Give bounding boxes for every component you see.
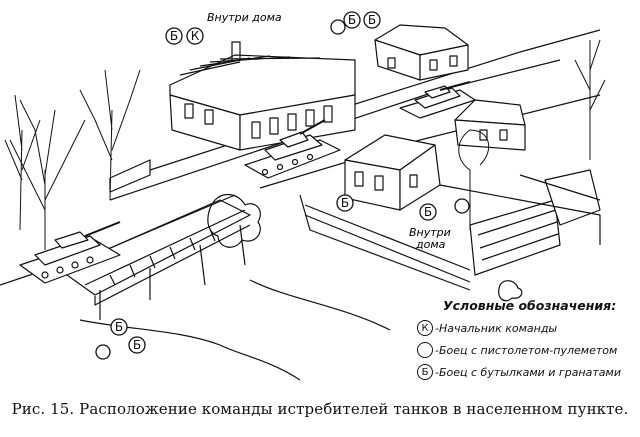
battle-scene-illustration: Внутри дома Внутри дома Б К Б Б Б Б Б Б [0, 11, 606, 381]
marker-gunner [454, 198, 470, 214]
road-edge [299, 194, 471, 291]
legend-item-commander: К -Начальник команды [417, 317, 639, 339]
house-large [169, 41, 356, 151]
bridge [59, 194, 251, 320]
legend-item-gunner: -Боец с пистолетом-пулеметом [417, 339, 639, 361]
commander-symbol-icon: К [417, 320, 433, 336]
trees [4, 39, 606, 250]
marker-commander: К [186, 27, 204, 45]
road-edge [259, 94, 601, 189]
marker-bottles: Б [336, 194, 354, 212]
explosion [498, 280, 523, 302]
legend-item-text: -Боец с пистолетом-пулеметом [435, 343, 618, 357]
riverbank [249, 279, 391, 331]
svg-text:Б: Б [133, 338, 141, 352]
marker-gunner [95, 344, 111, 360]
gunner-symbol-icon [417, 342, 433, 358]
svg-text:Б: Б [424, 205, 432, 219]
tank-middle [244, 119, 341, 179]
label-inside-house-right-line2: дома [415, 238, 446, 251]
yard-fence [439, 174, 601, 245]
legend-item-text: -Начальник команды [435, 321, 558, 335]
legend-item-text: -Боец с бутылками и гранатами [435, 365, 621, 379]
legend-item-bottles: Б -Боец с бутылками и гранатами [417, 361, 639, 383]
svg-text:Б: Б [341, 196, 349, 210]
house-small-top [374, 24, 469, 81]
marker-bottles: Б [343, 11, 361, 29]
marker-bottles: Б [165, 27, 183, 45]
tank-rear [399, 81, 476, 119]
legend-title: Условные обозначения: [443, 298, 617, 313]
marker-bottles: Б [363, 11, 381, 29]
bottles-symbol-icon: Б [417, 364, 433, 380]
svg-text:Б: Б [170, 29, 178, 43]
explosion [207, 193, 261, 248]
svg-text:К: К [191, 29, 200, 43]
svg-text:Б: Б [348, 13, 356, 27]
marker-bottles: Б [419, 203, 437, 221]
label-inside-house-top: Внутри дома [207, 11, 282, 24]
legend: Условные обозначения: К -Начальник коман… [417, 298, 639, 383]
fence [109, 159, 151, 193]
house-right [344, 134, 441, 211]
marker-gunner [330, 19, 346, 35]
label-inside-house-right-line1: Внутри [409, 226, 451, 239]
marker-bottles: Б [128, 336, 146, 354]
house-far-right [454, 99, 526, 151]
svg-text:Б: Б [115, 320, 123, 334]
fence [304, 204, 471, 283]
svg-text:Б: Б [368, 13, 376, 27]
figure-caption: Рис. 15. Расположение команды истребител… [11, 400, 629, 418]
marker-bottles: Б [110, 318, 128, 336]
shed [469, 169, 601, 276]
tank-front [19, 221, 121, 284]
